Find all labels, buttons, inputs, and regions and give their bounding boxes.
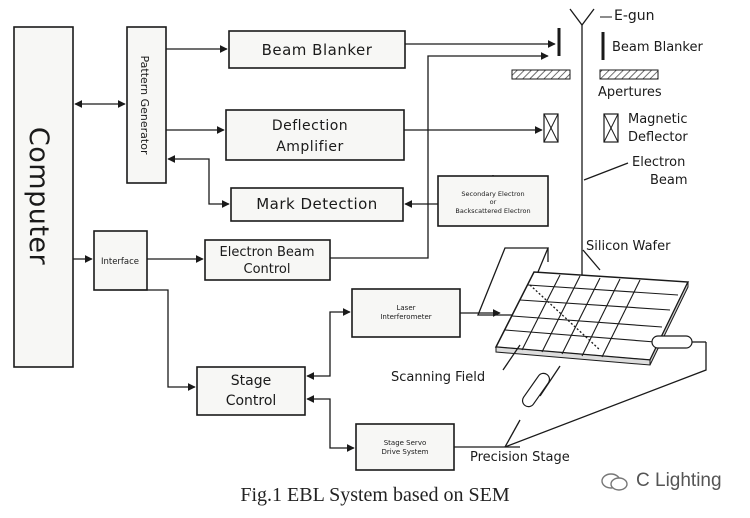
stage-servo-line2: Drive System xyxy=(382,448,429,456)
watermark-text: C Lighting xyxy=(636,470,722,491)
electron-beam-control-line1: Electron Beam xyxy=(220,245,315,260)
electron-beam-control-line2: Control xyxy=(244,262,291,277)
secondary-electron-line3: Backscattered Electron xyxy=(455,207,530,215)
computer-block: Computer xyxy=(13,26,74,368)
secondary-electron-line1: Secondary Electron xyxy=(461,190,524,198)
precision-stage-label: Precision Stage xyxy=(470,450,570,465)
beam-blanker-legend-label: Beam Blanker xyxy=(612,40,703,55)
figure-caption: Fig.1 EBL System based on SEM xyxy=(240,484,510,506)
magnetic-deflector-line2: Deflector xyxy=(628,130,688,145)
wechat-icon xyxy=(601,473,628,491)
column-aperture-icon xyxy=(511,69,571,80)
pattern-generator-block: Pattern Generator xyxy=(126,26,167,184)
laser-interferometer-block: Laser Interferometer xyxy=(351,288,461,338)
beam-blanker-label: Beam Blanker xyxy=(262,41,373,59)
stage-control-line2: Control xyxy=(226,393,277,409)
column-deflector-icon xyxy=(543,113,559,143)
column-labels: E-gun Beam Blanker Apertures Magnetic De… xyxy=(391,8,703,465)
connection-lines xyxy=(73,40,556,452)
secondary-electron-line2: or xyxy=(490,198,497,206)
beam-blanker-block: Beam Blanker xyxy=(228,30,406,69)
legend-aperture-icon xyxy=(599,69,659,80)
interface-block: Interface xyxy=(93,230,148,291)
apertures-label: Apertures xyxy=(598,85,662,100)
wafer-stage xyxy=(477,247,707,448)
magnetic-deflector-line1: Magnetic xyxy=(628,112,688,127)
electron-beam-label-line1: Electron xyxy=(632,155,685,170)
secondary-electron-block: Secondary Electron or Backscattered Elec… xyxy=(437,175,549,227)
silicon-wafer-label: Silicon Wafer xyxy=(586,239,671,254)
legend-deflector-icon xyxy=(603,113,619,143)
laser-cylinder-bottom xyxy=(521,372,551,408)
mark-detection-block: Mark Detection xyxy=(230,187,404,222)
laser-cylinder-right xyxy=(651,335,706,349)
computer-label: Computer xyxy=(23,127,54,266)
deflection-amplifier-block: Deflection Amplifier xyxy=(225,109,405,161)
stage-control-block: Stage Control xyxy=(196,366,306,416)
interface-label: Interface xyxy=(101,257,139,267)
scanning-field-label: Scanning Field xyxy=(391,370,485,385)
mark-detection-label: Mark Detection xyxy=(256,195,378,213)
egun-label: E-gun xyxy=(614,8,655,24)
laser-interferometer-line2: Interferometer xyxy=(380,313,431,321)
egun-icon xyxy=(569,8,595,27)
pattern-generator-label: Pattern Generator xyxy=(138,56,151,155)
deflection-amplifier-line1: Deflection xyxy=(272,118,348,134)
electron-beam-control-block: Electron Beam Control xyxy=(204,239,331,281)
stage-servo-block: Stage Servo Drive System xyxy=(355,423,455,471)
deflection-amplifier-line2: Amplifier xyxy=(276,139,344,155)
electron-beam-label-line2: Beam xyxy=(650,173,688,188)
stage-servo-line1: Stage Servo xyxy=(384,439,427,447)
stage-control-line1: Stage xyxy=(231,373,271,389)
laser-interferometer-line1: Laser xyxy=(396,304,415,312)
